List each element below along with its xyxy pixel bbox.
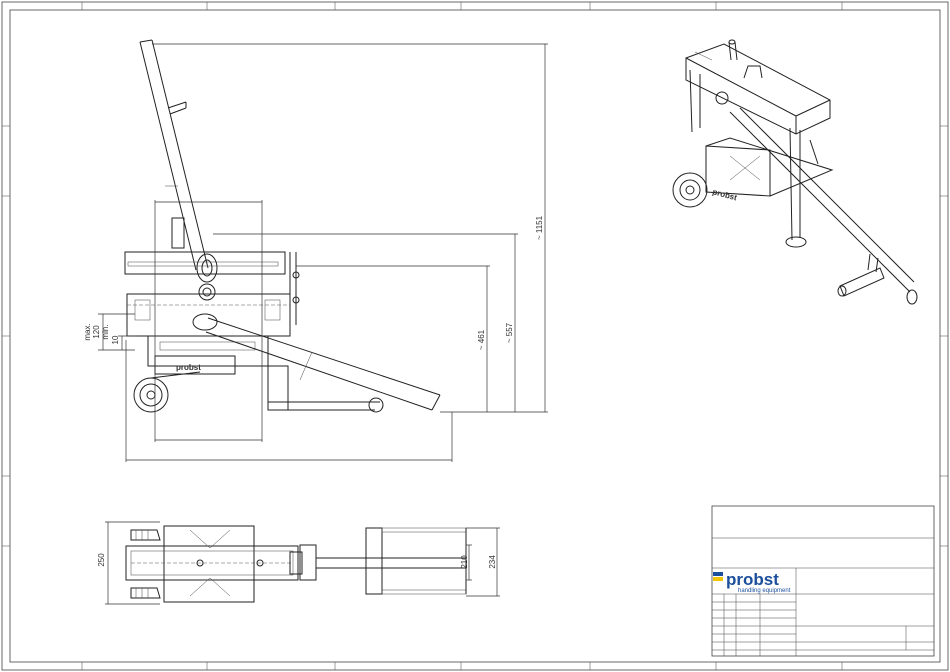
- dim-clearance-max-value: 120: [92, 325, 101, 339]
- iso-product-lettering: probst: [711, 187, 738, 202]
- brand-name: probst: [726, 570, 779, 589]
- dim-height-overall: ~ 1151: [535, 215, 544, 240]
- brand-tagline: handling equipment: [738, 588, 791, 594]
- dim-width-210: 210: [460, 555, 469, 569]
- side-view: probst ~ 1151 ~ 5: [83, 40, 548, 462]
- top-view: 250 210 234: [97, 522, 500, 604]
- dim-width-234: 234: [488, 555, 497, 569]
- product-lettering: probst: [176, 363, 201, 372]
- isometric-view: probst: [673, 40, 917, 304]
- logo-bar-top: [713, 572, 723, 576]
- dim-height-461: ~ 461: [477, 329, 486, 350]
- dim-width-250: 250: [97, 553, 106, 567]
- dim-clearance-min-label: min.: [101, 324, 110, 339]
- dim-height-557: ~ 557: [505, 322, 514, 343]
- dim-clearance-min-value: 10: [111, 335, 120, 344]
- logo-bar-bottom: [713, 577, 723, 581]
- probst-logo: probst handling equipment: [713, 570, 791, 594]
- dim-clearance-max-label: max.: [83, 323, 92, 340]
